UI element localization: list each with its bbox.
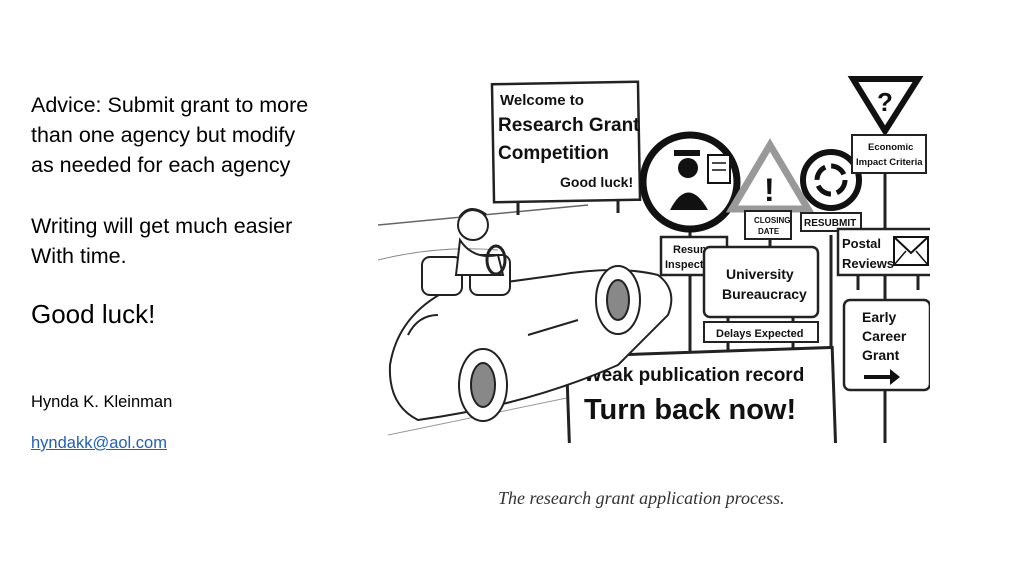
- early-line-2: Career: [862, 328, 907, 344]
- closing-line-2: DATE: [758, 227, 780, 236]
- author-name: Hynda K. Kleinman: [31, 393, 173, 411]
- postal-line-2: Reviews: [842, 256, 894, 271]
- writing-line-1: Writing will get much easier: [31, 214, 293, 238]
- question-icon: ?: [877, 87, 893, 117]
- diploma-icon: [707, 154, 731, 184]
- university-line-2: Bureaucracy: [722, 286, 807, 302]
- cartoon-caption: The research grant application process.: [498, 488, 785, 508]
- postal-reviews-sign: Postal Reviews: [836, 227, 930, 290]
- advice-line-3: as needed for each agency: [31, 153, 291, 177]
- email-paragraph: hyndakk@aol.com: [31, 434, 361, 453]
- closing-line-1: CLOSING: [754, 216, 790, 225]
- steering-wheel: [485, 244, 507, 276]
- economic-line-2: Impact Criteria: [856, 157, 923, 168]
- cartoon-illustration: Welcome to Research Grant Competition Go…: [378, 76, 930, 443]
- delays-label: Delays Expected: [716, 328, 803, 340]
- advice-line-2: than one agency but modify: [31, 123, 296, 147]
- resubmit-label: RESUBMIT: [804, 218, 856, 229]
- early-line-1: Early: [862, 309, 896, 325]
- economic-line-1: Economic: [868, 142, 913, 153]
- advice-line-1: Advice: Submit grant to more: [31, 93, 309, 117]
- university-line-1: University: [726, 266, 794, 282]
- arrow-right-icon: [864, 369, 900, 385]
- advice-text: Advice: Submit grant to more than one ag…: [31, 90, 361, 180]
- email-link[interactable]: hyndakk@aol.com: [31, 434, 167, 452]
- mortarboard-icon: [674, 150, 700, 156]
- graduate-head-icon: [678, 158, 698, 178]
- turn-back-label: Turn back now!: [584, 394, 796, 426]
- billboard-line-1: Welcome to: [500, 92, 584, 109]
- roundabout-sign: RESUBMIT: [800, 149, 862, 365]
- weak-record-label: Weak publication record: [584, 365, 804, 386]
- turn-back-sign: Weak publication record Turn back now!: [564, 345, 838, 443]
- writing-line-2: With time.: [31, 244, 127, 268]
- billboard-line-3: Competition: [498, 143, 609, 164]
- postal-line-1: Postal: [842, 236, 881, 251]
- billboard-line-4: Good luck!: [560, 174, 633, 190]
- university-sign: University Bureaucracy Delays Expected: [702, 245, 820, 355]
- convertible-car: [388, 208, 673, 422]
- writing-text: Writing will get much easier With time.: [31, 211, 361, 271]
- early-career-sign: Early Career Grant: [842, 298, 930, 392]
- roundabout-icon: [814, 163, 848, 197]
- billboard-sign: Welcome to Research Grant Competition Go…: [490, 80, 642, 215]
- envelope-icon: [893, 236, 929, 266]
- good-luck-text: Good luck!: [31, 299, 156, 329]
- early-line-3: Grant: [862, 347, 900, 363]
- question-yield-sign: ? Economic Impact Criteria: [847, 76, 927, 443]
- text-column: Advice: Submit grant to more than one ag…: [31, 90, 361, 453]
- exclamation-icon: !: [764, 172, 775, 208]
- billboard-line-2: Research Grant: [498, 115, 640, 136]
- warning-sign: ! CLOSING DATE: [725, 138, 815, 250]
